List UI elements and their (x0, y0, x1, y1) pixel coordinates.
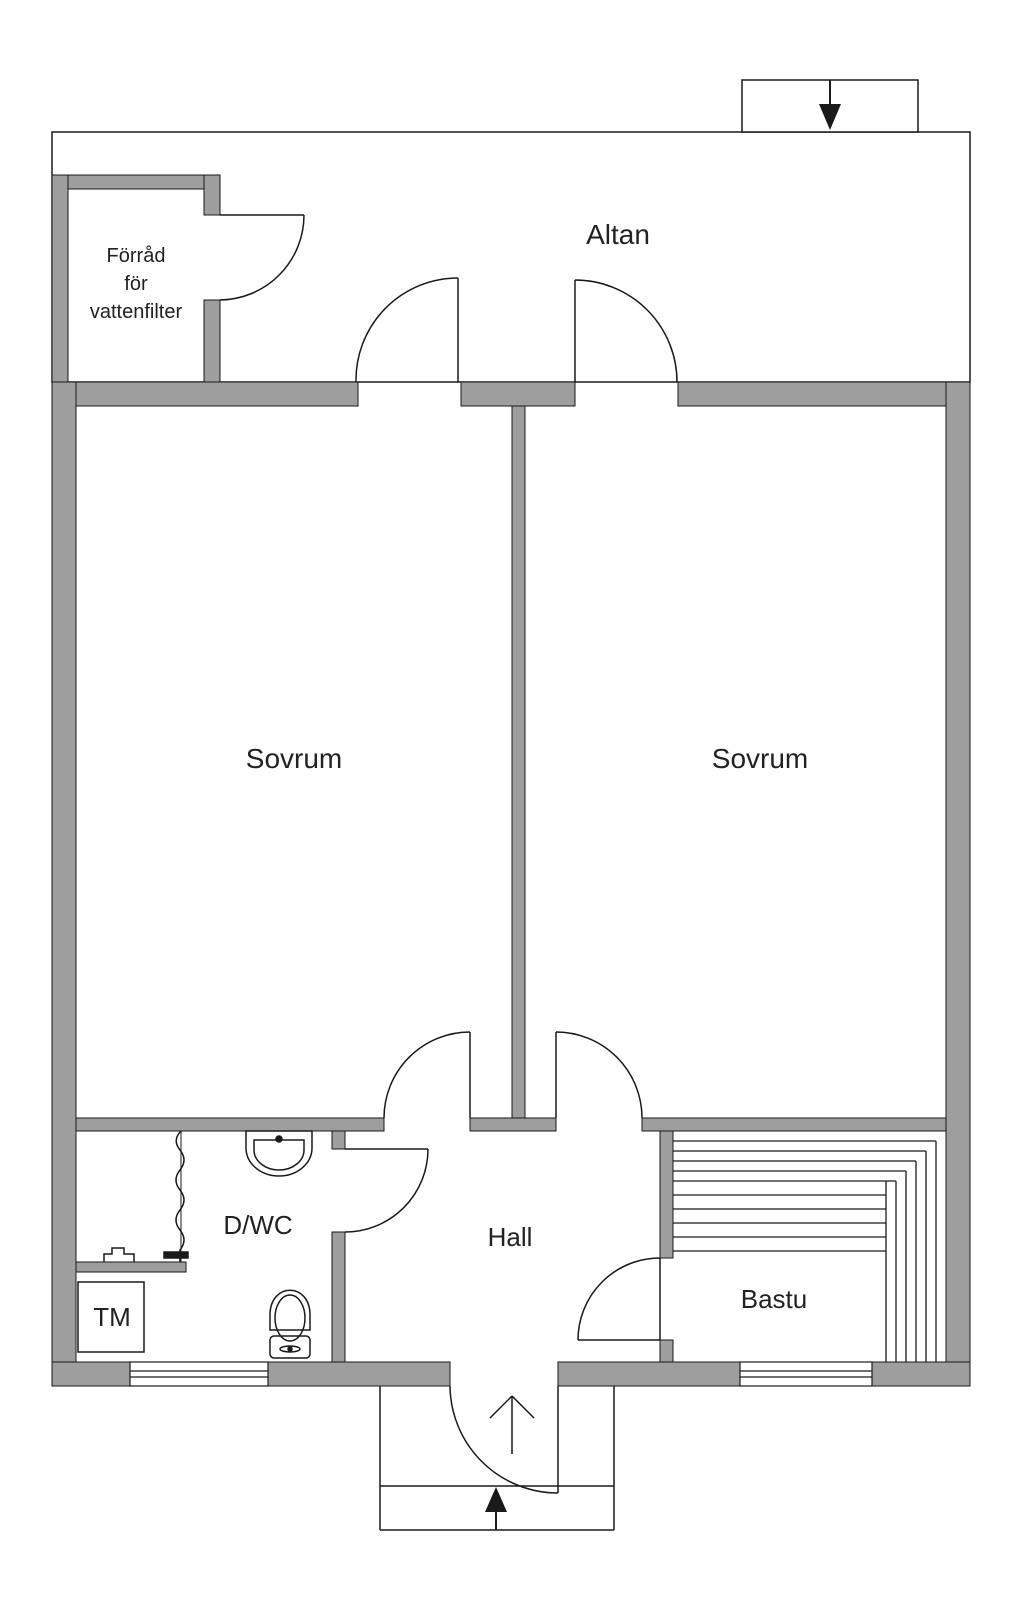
door-dwc (344, 1148, 429, 1233)
label-tm: TM (93, 1302, 131, 1332)
door-altan-right (574, 279, 678, 383)
label-altan: Altan (586, 219, 650, 250)
door-sovrum-right (555, 1031, 643, 1119)
arrow-up-icon (489, 1395, 535, 1454)
doors (219, 214, 678, 1494)
label-bastu: Bastu (741, 1284, 808, 1314)
entrance-step-arrow-icon (485, 1487, 507, 1530)
arrow-down-icon (819, 80, 841, 130)
shower-icon (103, 1130, 189, 1262)
door-bastu (577, 1257, 661, 1341)
walls (51, 174, 971, 1387)
altan-deck (51, 79, 971, 383)
tm-unit (77, 1281, 145, 1353)
windows (129, 1361, 873, 1387)
toilet-icon (269, 1289, 311, 1359)
label-sovrum-right: Sovrum (712, 743, 808, 774)
label-sovrum-left: Sovrum (246, 743, 342, 774)
sauna-benches (673, 1140, 937, 1362)
door-altan-left (355, 277, 459, 383)
window-dwc (129, 1361, 269, 1387)
room-labels: Altan Förråd för vattenfilter Sovrum Sov… (90, 219, 808, 1332)
door-entrance (449, 1385, 559, 1494)
window-bastu (739, 1361, 873, 1387)
label-forrad-3: vattenfilter (90, 301, 183, 323)
label-forrad-1: Förråd (107, 245, 166, 267)
door-forrad (219, 214, 305, 301)
label-hall: Hall (488, 1222, 533, 1252)
label-forrad-2: för (124, 273, 148, 295)
sink-icon (245, 1130, 313, 1177)
label-dwc: D/WC (223, 1210, 292, 1240)
door-sovrum-left (383, 1031, 471, 1119)
